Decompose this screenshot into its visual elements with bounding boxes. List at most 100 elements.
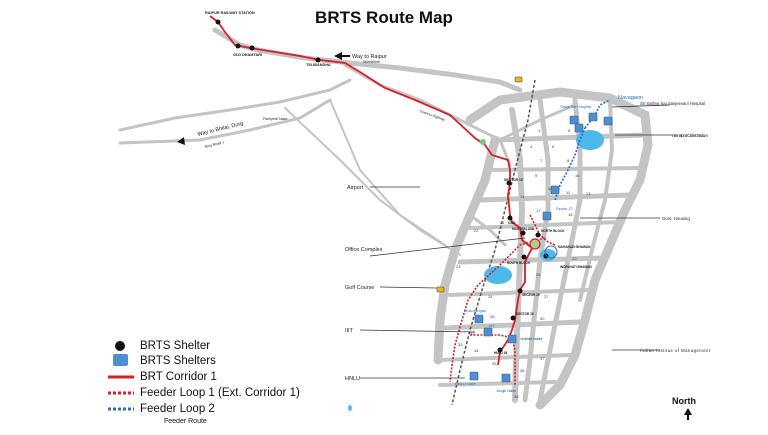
marker-icon	[480, 139, 486, 145]
label-satya-sai-hospital: Satya Sai Hospital	[560, 105, 591, 109]
shelter-dot	[215, 19, 221, 25]
label-indravati: INDRAVATI BHAWAN	[560, 265, 592, 269]
legend-feeder1-label: Feeder Loop 1 (Ext. Corridor 1)	[140, 387, 300, 399]
shelter-square	[603, 116, 613, 126]
shelter-dot	[510, 315, 516, 321]
legend-dot-icon	[115, 341, 125, 351]
shelter-square	[501, 373, 511, 383]
bus-icon	[514, 76, 523, 83]
shelter-dot	[521, 254, 527, 260]
shelter-square	[588, 112, 598, 122]
map-title: BRTS Route Map	[315, 8, 453, 27]
label-sathya-sai: Sri Sathya Sai Sanjeevani Hospital	[640, 101, 705, 106]
feeder-loop-2	[554, 99, 611, 201]
sector-number: 25	[536, 272, 541, 277]
direction-arrows	[177, 52, 692, 420]
legend-feeder2-label: Feeder Loop 2	[140, 403, 215, 415]
label-ring-road: Ring Road 1	[204, 140, 224, 149]
road-south-curve	[468, 213, 507, 247]
legend-shelter-label: BRTS Shelter	[140, 340, 211, 352]
road-inner-4	[578, 98, 615, 302]
sector-number: 5	[568, 128, 571, 133]
sector-number: 35	[492, 361, 497, 366]
central-roundabout	[529, 238, 541, 250]
label-sector27: Sector 27	[556, 206, 574, 211]
shelter-square	[574, 123, 584, 133]
legend-symbols	[108, 341, 134, 411]
road-airport-2	[329, 99, 446, 246]
shelter-dot	[235, 43, 241, 49]
road-cross-5	[457, 255, 608, 265]
sector-number: 1	[538, 128, 541, 133]
legend-corridor-label: BRT Corridor 1	[140, 371, 217, 383]
sector-number: 24	[488, 294, 493, 299]
arrow-up-icon	[684, 408, 692, 415]
sector-number: 7	[540, 158, 543, 163]
sector-number: 12	[548, 186, 553, 191]
label-hnlu: HNLU	[345, 376, 360, 382]
label-raipur-station: RAIPUR RAILWAY STATION	[205, 11, 255, 15]
shelter-square	[474, 314, 484, 324]
sector-number: 22	[474, 228, 479, 233]
shelter-square	[550, 185, 560, 195]
shelter-dot	[520, 230, 526, 236]
label-hnlu-stop: HNLU 36	[494, 351, 508, 355]
legend-cutoff-label: Feeder Route	[164, 418, 207, 425]
label-office-complex: Office Complex	[345, 247, 383, 253]
shelter-dot	[535, 232, 541, 238]
shelter-dot	[517, 288, 523, 294]
legend-square-icon	[113, 354, 128, 366]
label-iiit-stop: IIIT	[489, 323, 495, 328]
sector-number: 34	[474, 348, 479, 353]
arrow-left-icon	[177, 137, 185, 145]
road-cross-8	[438, 353, 572, 362]
arrow-left-icon	[334, 52, 342, 60]
brt-corridor-1	[209, 15, 534, 366]
sector-number: 38	[514, 394, 519, 399]
label-iiit: IIIT	[345, 328, 354, 334]
label-golf-course: Golf Course	[345, 285, 374, 291]
sector-number: 29	[518, 311, 523, 316]
sector-number: 36	[520, 368, 525, 373]
sector-number: 19	[530, 226, 535, 231]
label-airport: Airport	[347, 185, 364, 191]
road-ring-road	[118, 78, 352, 132]
sector-number: 6	[552, 144, 555, 149]
sector-number: 21	[500, 220, 505, 225]
shelter-square	[483, 327, 493, 337]
label-sector30: SECTOR 30	[516, 312, 534, 316]
sector-number: 23	[456, 264, 461, 269]
label-hnlu-gate: HNLU Gate	[455, 381, 476, 386]
shelter-dot	[249, 45, 255, 51]
road-nw-diag	[498, 103, 577, 142]
label-sector15: SECTOR 15	[504, 178, 523, 182]
shelter-square	[542, 211, 552, 221]
sector-number: 11	[566, 190, 571, 195]
indravati-circle	[544, 245, 558, 259]
label-mantralaya: MANTRALAYA	[512, 227, 535, 231]
label-vedanta: Vedanta Hospital	[520, 336, 542, 341]
label-sherikhedi: Sherikhedi	[363, 60, 380, 64]
lake-north	[576, 130, 604, 150]
label-mahanadi: MAHANADI BHAWAN	[558, 245, 591, 249]
pointer-lines	[359, 104, 672, 379]
label-cricket: International Cricket Stadium	[672, 133, 709, 138]
north-label: North	[672, 396, 696, 406]
shelter-dot	[497, 347, 503, 353]
sector-number: 9	[535, 173, 538, 178]
bus-icon	[436, 286, 445, 293]
sector-number: 17	[536, 208, 541, 213]
sector-number: 37	[540, 356, 545, 361]
sector-number: 4	[530, 144, 533, 149]
label-telibandha: TELIBANDHA	[306, 63, 331, 67]
sector-number: 8	[567, 158, 570, 163]
lake-west	[484, 266, 512, 284]
road-cross-9	[438, 380, 557, 387]
railway-line	[451, 79, 536, 406]
road-cross-7	[442, 319, 583, 331]
sector-number: 28	[490, 314, 495, 319]
sector-number: 33	[458, 342, 463, 347]
road-west-arc	[433, 135, 500, 365]
legend-shelters-label: BRTS Shelters	[140, 355, 216, 367]
